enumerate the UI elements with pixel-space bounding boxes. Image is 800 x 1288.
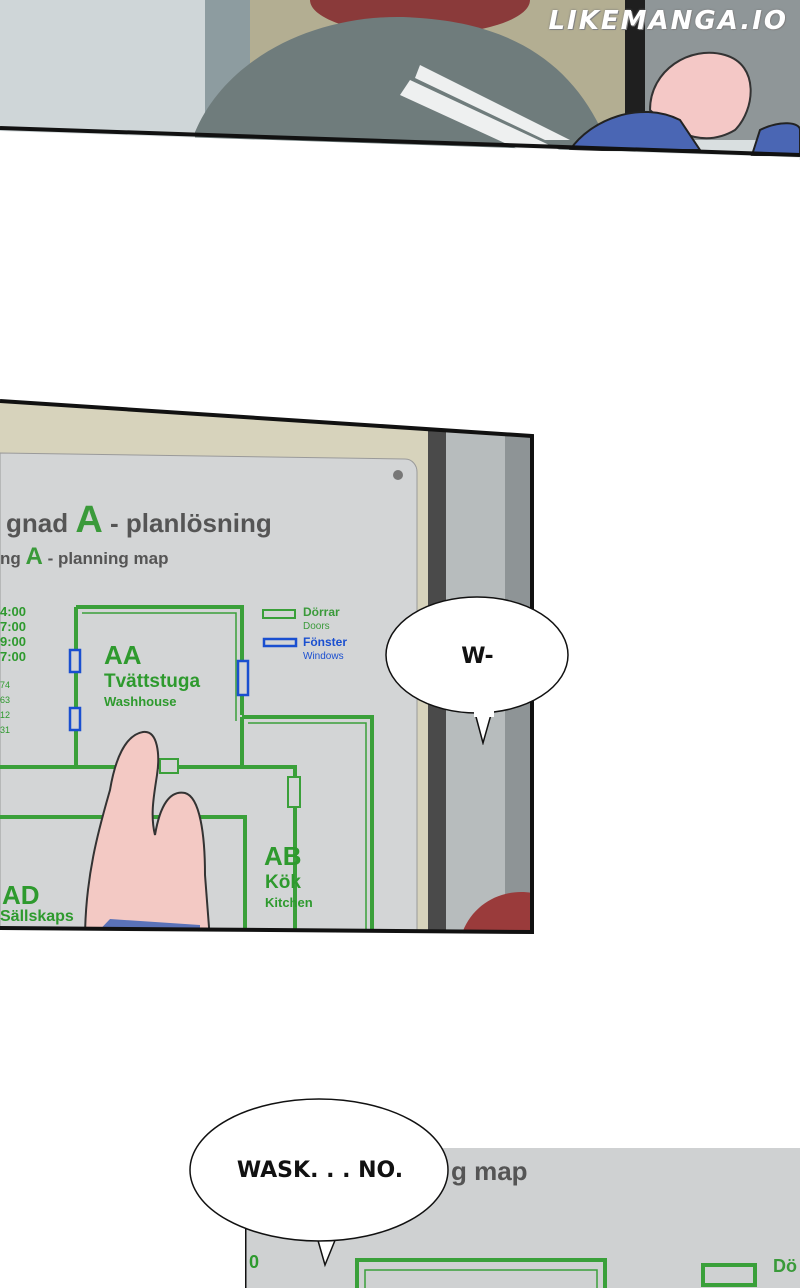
number-entry: 31 [0,725,11,735]
time-entry: 9:00 [0,634,27,649]
sign-subtitle-letter: A [25,543,43,570]
time-entry: 7:00 [0,619,27,634]
number-entry: 12 [0,710,11,720]
legend-doors-english: Doors [303,621,330,632]
small-numbers: 74 63 12 31 [0,678,10,738]
speech-bubble-first [385,596,569,745]
room-name-ad: Sällskaps [0,908,74,925]
watermark: LIKEMANGA.IO [548,6,788,36]
legend-doors-label: Dörrar [303,605,340,619]
top-panel-art [0,0,800,160]
sign-title-letter: A [75,499,103,541]
sign-title: gnad A - planlösning [6,499,272,542]
room-name-ab: Kök [265,872,301,893]
time-entry: 7:00 [0,649,27,664]
legend-windows-english: Windows [303,651,344,662]
legend-windows-label: Fönster [303,635,348,649]
room-english-aa: Washhouse [104,694,177,709]
room-code-ad: AD [2,880,40,910]
speech-bubble-second [189,1098,449,1268]
sign-title-suffix: - planlösning [102,508,272,538]
top-panel: LIKEMANGA.IO [0,0,800,160]
room-english-ab: Kitchen [265,895,313,910]
sign-subtitle: ng A - planning map [0,543,168,571]
speech-bubble-first-text: W- [461,644,494,669]
bottom-legend-doors: Dö [773,1256,797,1276]
opening-times: 4:00 7:00 9:00 7:00 [0,604,26,664]
sign-subtitle-prefix: ng [0,549,26,568]
number-entry: 63 [0,695,11,705]
bottom-sign-subtitle: g map [451,1156,528,1186]
room-code-aa: AA [104,640,142,670]
time-entry: 4:00 [0,604,27,619]
speech-bubble-second-text: WASK. . . NO. [236,1158,404,1183]
sign-title-prefix: gnad [6,508,76,538]
bottom-sign-number: 0 [249,1252,260,1272]
floor-plan-panel: gnad A - planlösning ng A - planning map… [0,395,540,940]
floor-plan-art [0,399,534,935]
room-code-ab: AB [264,841,302,871]
room-name-aa: Tvättstuga [104,671,201,692]
sign-subtitle-suffix: - planning map [42,549,169,568]
number-entry: 74 [0,680,11,690]
